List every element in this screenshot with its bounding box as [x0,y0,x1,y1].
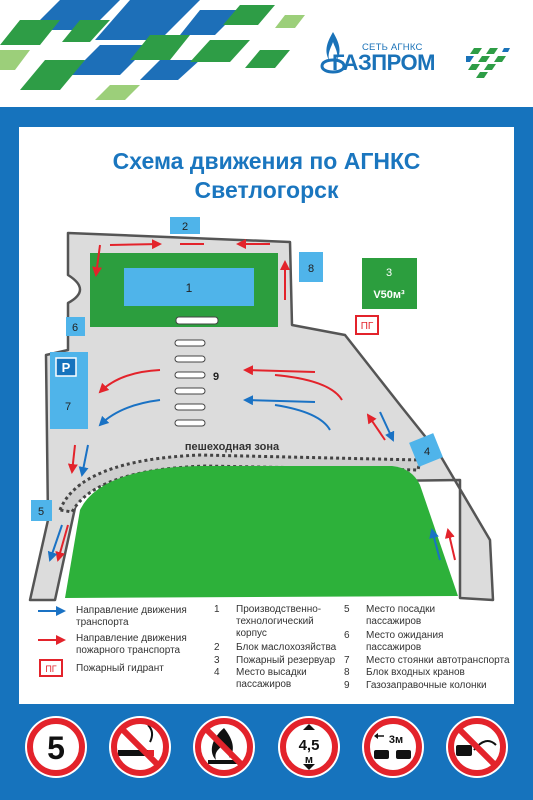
marker-7: 7 [65,401,71,413]
legend-num: 5 [344,604,350,615]
marker-2: 2 [182,221,188,233]
legend-hydrant-symbol: ПГ [45,664,56,674]
marker-8: 8 [308,263,314,275]
reservoir-volume: V50м³ [373,289,405,301]
brand-checker-icon [466,48,510,78]
height-limit-unit: м [305,754,313,766]
legend-num: 2 [214,642,220,653]
legend-hydrant-box [39,659,63,677]
fire-reservoir [362,258,417,309]
marker-box-5 [31,500,52,521]
legend-item: Место высадки пассажиров [236,667,307,690]
company-name: ГАЗПРОМ [332,50,435,75]
legend-item: Блок маслохозяйства [236,642,337,653]
distance-limit-value: 3м [389,734,403,746]
page-title: Схема движения по АГНКС [112,148,421,174]
station-name: Светлогорск [194,177,339,203]
legend-num: 3 [214,655,220,666]
marker-box-8 [299,252,323,282]
marker-6: 6 [72,322,78,334]
legend-item: Газозаправочные колонки [366,680,487,691]
fuel-dispenser [174,419,206,427]
legend-num: 4 [214,667,220,678]
gazprom-logo: СЕТЬ АГНКС ГАЗПРОМ [318,26,518,86]
marker-1: 1 [186,281,193,295]
legend-item: Производственно-технологический корпус [236,604,322,639]
marker-box-2 [170,217,200,234]
legend-num: 8 [344,667,350,678]
legend-num: 9 [344,680,350,691]
legend-transport: Направление движения транспорта [76,605,187,628]
speed-limit-sign: 5 [25,716,87,778]
marker-9: 9 [213,371,219,383]
flame-icon [320,32,346,74]
legend-item: Место посадки пассажиров [366,604,436,627]
marker-box-6 [66,317,85,336]
pedestrian-zone-label: пешеходная зона [185,441,280,453]
fuel-dispenser [174,403,206,411]
fuel-dispenser [174,339,206,347]
speed-limit-value: 5 [47,730,65,766]
lawn [65,466,458,598]
fuel-dispenser [174,387,206,395]
marker-5: 5 [38,506,44,518]
marker-4: 4 [424,446,430,458]
legend-fire-transport: Направление движения пожарного транспорт… [76,633,187,656]
legend-item: Место ожидания пассажиров [366,630,444,653]
legend-item: Пожарный резервуар [236,655,336,666]
hydrant-box [355,315,379,335]
marker-box-4 [409,433,443,467]
marker-3: 3 [386,267,392,279]
fuel-dispenser [174,355,206,363]
keep-distance-icon: 3м [362,716,424,778]
pedestrian-zone [57,453,422,514]
legend-num: 7 [344,655,350,666]
legend-num: 6 [344,630,350,641]
building-strip [175,316,219,325]
fuel-dispenser [174,371,206,379]
parking-sign [55,357,77,377]
parking-icon: P [62,360,71,375]
legend-item: Место стоянки автотранспорта [366,655,510,666]
height-limit-icon: 4,5 м [278,716,340,778]
road-signs-row: 5 4,5 м [25,716,508,778]
network-label: СЕТЬ АГНКС [362,42,423,53]
no-open-fire-icon [193,716,255,778]
legend-num: 1 [214,604,220,615]
no-smoking-icon [109,716,171,778]
no-towing-icon [446,716,508,778]
production-building [124,268,254,306]
hydrant-label: ПГ [361,321,374,332]
brand-ribbon [0,0,305,100]
height-limit-value: 4,5 [299,737,320,754]
legend-item: Блок входных кранов [366,667,465,678]
legend-hydrant: Пожарный гидрант [76,663,164,674]
